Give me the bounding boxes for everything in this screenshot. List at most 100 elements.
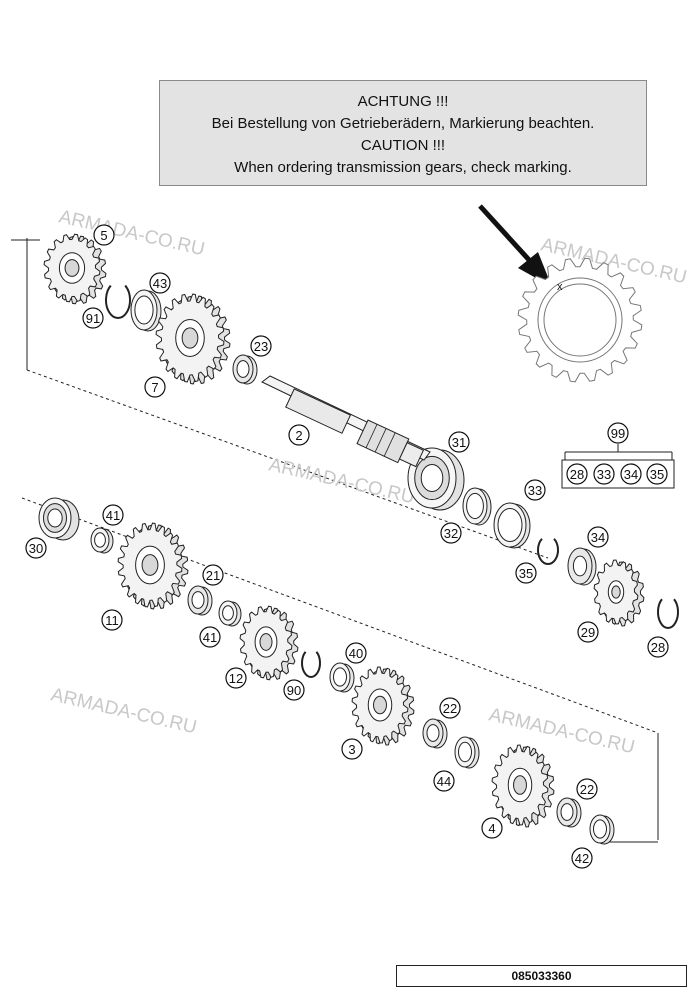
callout-22: 22 (439, 697, 461, 719)
callout-label: 7 (151, 380, 158, 395)
oring-35-icon (537, 538, 559, 565)
callout-35: 35 (515, 562, 537, 584)
callout-label: 22 (580, 782, 594, 797)
callout-label: 5 (100, 228, 107, 243)
callout-label: 35 (650, 467, 664, 482)
bushing-23-icon (232, 354, 258, 385)
callout-3: 3 (341, 738, 363, 760)
callout-label: 33 (597, 467, 611, 482)
notice-line-1: ACHTUNG !!! (357, 93, 449, 110)
callout-label: 44 (437, 774, 451, 789)
callout-21: 21 (202, 564, 224, 586)
callout-label: 91 (86, 311, 100, 326)
bearing-31-icon (407, 447, 465, 511)
part-number-box: 085033360 (396, 965, 687, 987)
notice-line-4: When ordering transmission gears, check … (234, 159, 572, 176)
callout-label: 33 (528, 483, 542, 498)
callout-label: 23 (254, 339, 268, 354)
callout-32: 32 (440, 522, 462, 544)
gear-12-icon (239, 605, 299, 681)
circlip-28-icon (657, 598, 679, 629)
callout-label: 34 (624, 467, 638, 482)
callout-90: 90 (283, 679, 305, 701)
callout-label: 41 (106, 508, 120, 523)
washer-43-icon (130, 289, 162, 332)
gear-7-icon (155, 293, 231, 385)
callout-label: 11 (105, 613, 119, 628)
gear-11-icon (117, 522, 189, 610)
washer-32-icon (462, 487, 492, 526)
callout-label: 30 (29, 541, 43, 556)
callout-label: 4 (488, 821, 495, 836)
callout-label: 3 (348, 742, 355, 757)
callout-12: 12 (225, 667, 247, 689)
washer-41-icon (90, 527, 114, 554)
callout-label: 28 (651, 640, 665, 655)
callout-label: 21 (206, 568, 220, 583)
frame-upper-diagonal (26, 369, 549, 559)
callout-label: 2 (295, 428, 302, 443)
bearing-30-icon (38, 497, 80, 541)
washer-44-icon (454, 736, 480, 769)
callout-label: 12 (229, 671, 243, 686)
callout-2: 2 (288, 424, 310, 446)
callout-label: 32 (444, 526, 458, 541)
gear-4-icon (491, 744, 555, 828)
callout-11: 11 (101, 609, 123, 631)
callout-34: 34 (587, 526, 609, 548)
washer-40-icon (329, 662, 355, 693)
callout-label: 40 (349, 646, 363, 661)
spacer-34-icon (567, 547, 597, 586)
callout-label: 41 (203, 630, 217, 645)
main-shaft-icon (261, 375, 431, 468)
callout-40: 40 (345, 642, 367, 664)
callout-label: 90 (287, 683, 301, 698)
callout-label: 28 (570, 467, 584, 482)
callout-label: 31 (452, 435, 466, 450)
callout-4: 4 (481, 817, 503, 839)
callout-label: 29 (581, 625, 595, 640)
bushing-22-icon (422, 718, 448, 749)
callout-41: 41 (102, 504, 124, 526)
bushing-21-icon (187, 585, 213, 616)
washer-42-icon (589, 814, 615, 845)
watermark-text: ARMADA-CO.RU (267, 454, 417, 508)
callout-42: 42 (571, 847, 593, 869)
gear-3-icon (351, 666, 415, 746)
marking-x: x (557, 281, 563, 293)
callout-30: 30 (25, 537, 47, 559)
callout-22: 22 (576, 778, 598, 800)
watermark-text: ARMADA-CO.RU (49, 684, 199, 738)
callout-7: 7 (144, 376, 166, 398)
bushing-22b-icon (556, 797, 582, 828)
callout-label: 43 (153, 276, 167, 291)
callout-5: 5 (93, 224, 115, 246)
callout-28: 28 (647, 636, 669, 658)
caution-notice: ACHTUNG !!! Bei Bestellung von Getrieber… (159, 80, 647, 186)
callout-41: 41 (199, 626, 221, 648)
callout-28: 28 (566, 463, 588, 485)
callout-33: 33 (524, 479, 546, 501)
notice-line-2: Bei Bestellung von Getrieberädern, Marki… (211, 115, 595, 132)
seal-33-icon (493, 502, 531, 549)
callout-43: 43 (149, 272, 171, 294)
callout-label: 34 (591, 530, 605, 545)
callout-44: 44 (433, 770, 455, 792)
callout-label: 22 (443, 701, 457, 716)
callout-91: 91 (82, 307, 104, 329)
callout-29: 29 (577, 621, 599, 643)
notice-line-3: CAUTION !!! (360, 137, 446, 154)
frame-lower-diagonal (21, 497, 659, 734)
parts-group (38, 233, 679, 845)
callout-label: 35 (519, 566, 533, 581)
callout-35: 35 (646, 463, 668, 485)
circlip-91-icon (105, 284, 131, 319)
gear-5-icon (43, 233, 107, 305)
sprocket-29-icon (593, 559, 645, 627)
kit-99-bracket (561, 444, 675, 489)
callout-99: 99 (607, 422, 629, 444)
callout-23: 23 (250, 335, 272, 357)
